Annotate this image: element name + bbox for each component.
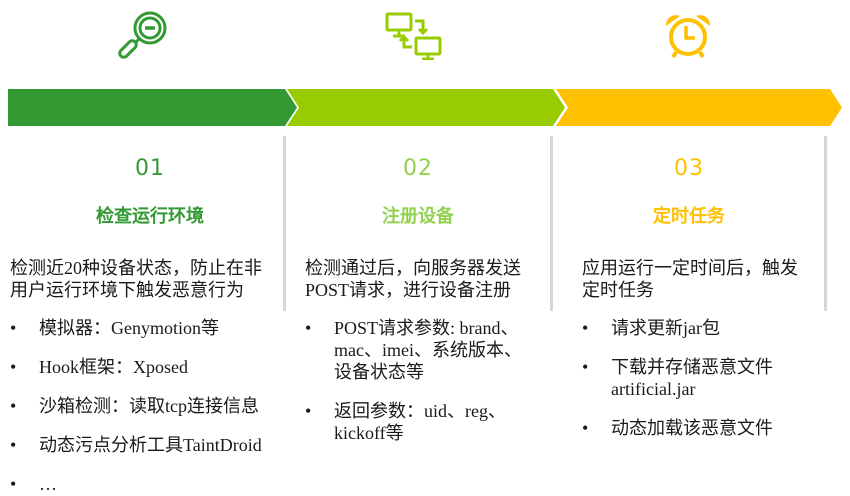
step-description: 检测通过后，向服务器发送 POST请求，进行设备注册 <box>305 257 521 301</box>
list-item-text: 模拟器：Genymotion等 <box>39 318 219 338</box>
step-description: 应用运行一定时间后，触发 定时任务 <box>582 257 798 301</box>
list-item-text: 请求更新jar包 <box>611 318 720 338</box>
description-line: 定时任务 <box>582 280 654 300</box>
list-item-text: … <box>39 474 57 494</box>
list-item: • 沙箱检测：读取tcp连接信息 <box>10 395 262 417</box>
alarm-clock-icon <box>665 15 711 59</box>
description-line: 用户运行环境下触发恶意行为 <box>10 280 244 300</box>
list-item: • 请求更新jar包 <box>582 317 773 339</box>
list-item: • 下载并存储恶意文件 artificial.jar <box>582 356 773 400</box>
bullet-icon: • <box>10 357 17 377</box>
bullet-icon: • <box>10 474 17 494</box>
step-number: 02 <box>403 156 433 181</box>
bullet-list: • 模拟器：Genymotion等 • Hook框架：Xposed • 沙箱检测：读取… <box>10 317 262 495</box>
list-item-text: POST请求参数: brand、 <box>334 318 519 338</box>
list-item-text: kickoff等 <box>334 423 404 443</box>
list-item-text: mac、imei、系统版本、 <box>334 340 522 360</box>
bullet-icon: • <box>582 318 589 338</box>
step-title: 检查运行环境 <box>96 206 204 227</box>
bullet-icon: • <box>10 396 17 416</box>
computers-exchange-icon <box>385 12 442 60</box>
magnifier-icon <box>118 11 167 59</box>
list-item-text: 动态加载该恶意文件 <box>611 418 773 438</box>
list-item: • 动态加载该恶意文件 <box>582 417 773 439</box>
bullet-icon: • <box>305 318 312 338</box>
list-item: •… <box>10 473 262 495</box>
column-divider <box>824 136 827 311</box>
bullet-icon: • <box>582 357 589 377</box>
description-line: 检测通过后，向服务器发送 <box>305 258 521 278</box>
step-title: 注册设备 <box>382 206 454 227</box>
step-number: 03 <box>674 156 704 181</box>
bullet-icon: • <box>305 401 312 421</box>
column-divider <box>283 136 286 311</box>
bullet-icon: • <box>10 318 17 338</box>
bullet-icon: • <box>582 418 589 438</box>
step-number: 01 <box>135 156 165 181</box>
list-item-text: 返回参数：uid、reg、 <box>334 401 506 421</box>
list-item-text: 设备状态等 <box>334 362 424 382</box>
step-3-arrow <box>556 89 842 126</box>
step-description: 检测近20种设备状态，防止在非 用户运行环境下触发恶意行为 <box>10 257 262 301</box>
step-2-arrow <box>287 89 565 126</box>
list-item: • Hook框架：Xposed <box>10 356 262 378</box>
list-item: • 返回参数：uid、reg、 kickoff等 <box>305 400 522 444</box>
list-item: • 动态污点分析工具TaintDroid <box>10 434 262 456</box>
description-line: 应用运行一定时间后，触发 <box>582 258 798 278</box>
list-item: • 模拟器：Genymotion等 <box>10 317 262 339</box>
bullet-icon: • <box>10 435 17 455</box>
bullet-list: • POST请求参数: brand、 mac、imei、系统版本、 设备状态等 … <box>305 317 522 444</box>
bullet-list: • 请求更新jar包 • 下载并存储恶意文件 artificial.jar • … <box>582 317 773 439</box>
step-title: 定时任务 <box>653 206 725 227</box>
list-item-text: 沙箱检测：读取tcp连接信息 <box>39 396 259 416</box>
list-item-text: artificial.jar <box>611 379 696 399</box>
list-item-text: 下载并存储恶意文件 <box>611 357 773 377</box>
list-item: • POST请求参数: brand、 mac、imei、系统版本、 设备状态等 <box>305 317 522 383</box>
step-1-arrow <box>8 89 297 126</box>
description-line: 检测近20种设备状态，防止在非 <box>10 258 262 278</box>
list-item-text: 动态污点分析工具TaintDroid <box>39 435 262 455</box>
list-item-text: Hook框架：Xposed <box>39 357 188 377</box>
description-line: POST请求，进行设备注册 <box>305 280 512 300</box>
column-divider <box>550 136 553 311</box>
process-arrow-bar <box>8 89 842 126</box>
